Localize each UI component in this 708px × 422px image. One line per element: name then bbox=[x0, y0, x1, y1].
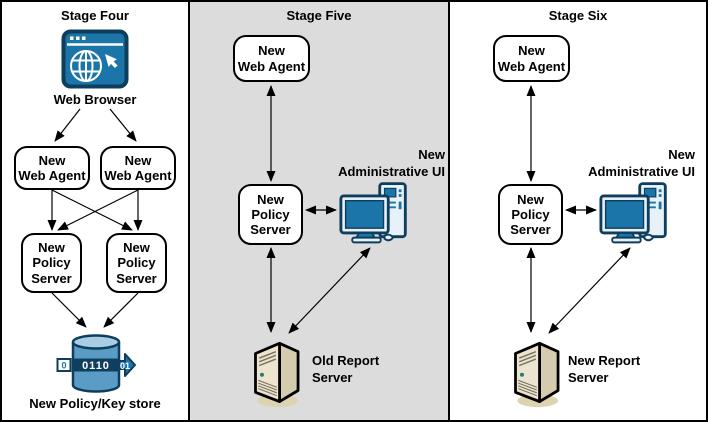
stage-four-title: Stage Four bbox=[61, 8, 129, 23]
stage-five-title: Stage Five bbox=[286, 8, 352, 23]
web-browser-icon bbox=[61, 29, 129, 89]
web-agent-box-right: New Web Agent bbox=[100, 146, 176, 190]
stage-four-arrows bbox=[47, 108, 143, 328]
policy-server-box-left: New Policy Server bbox=[21, 233, 82, 293]
arrow-agent-left-to-policy-right bbox=[51, 189, 133, 231]
panel-stage-five: Stage Five New Web Agent New Policy Serv… bbox=[188, 2, 450, 420]
report-server-icon bbox=[246, 335, 302, 409]
stage-six-arrows bbox=[526, 85, 631, 334]
stage-six-title: Stage Six bbox=[548, 8, 608, 23]
admin-ui-label: New Administrative UI bbox=[338, 147, 445, 179]
admin-ui-computer-icon bbox=[599, 181, 671, 245]
panel-stage-six: Stage Six New Web Agent New Policy Serve… bbox=[450, 2, 706, 420]
arrow-policy-right-to-keystore bbox=[103, 292, 139, 328]
stage-five-arrows bbox=[266, 85, 371, 334]
arrow-policy-left-to-keystore bbox=[51, 292, 87, 328]
arrow-adminui-report bbox=[288, 247, 371, 334]
arrow-agent-right-to-policy-left bbox=[57, 189, 139, 231]
report-server-label: New Report Server bbox=[568, 353, 641, 385]
admin-ui-label: New Administrative UI bbox=[588, 147, 695, 179]
svg-text:0: 0 bbox=[61, 361, 66, 371]
keystore-label: New Policy/Key store bbox=[29, 396, 161, 411]
panel-stage-four: Stage Four bbox=[2, 2, 188, 420]
policy-server-box-right: New Policy Server bbox=[106, 233, 167, 293]
web-browser-label: Web Browser bbox=[53, 92, 137, 107]
policy-server-box: New Policy Server bbox=[238, 184, 303, 245]
report-server-label: Old Report Server bbox=[312, 353, 380, 385]
web-agent-box: New Web Agent bbox=[493, 35, 570, 82]
arrow-browser-to-web-agent-left bbox=[54, 108, 81, 142]
arrow-browser-to-web-agent-right bbox=[109, 108, 137, 142]
policy-server-box: New Policy Server bbox=[498, 184, 563, 245]
report-server-icon bbox=[506, 335, 562, 409]
admin-ui-computer-icon bbox=[339, 181, 411, 245]
arrow-adminui-report bbox=[548, 247, 631, 334]
svg-text:0110: 0110 bbox=[82, 360, 110, 372]
svg-text:01: 01 bbox=[120, 361, 130, 371]
web-agent-box: New Web Agent bbox=[233, 35, 310, 82]
keystore-database-icon: 0 0110 01 bbox=[56, 333, 136, 395]
web-agent-box-left: New Web Agent bbox=[14, 146, 90, 190]
